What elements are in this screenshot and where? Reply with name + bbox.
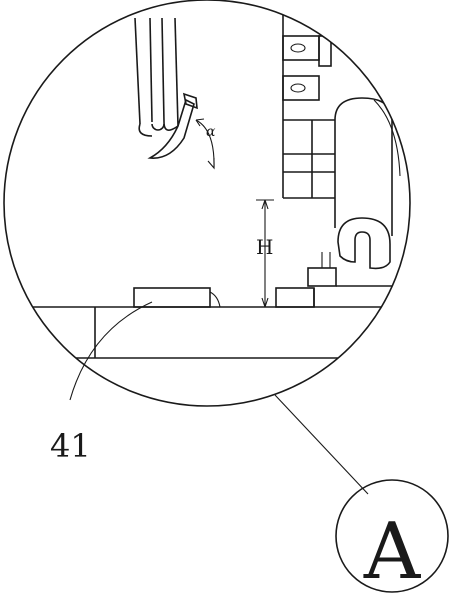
- detail-marker-label: A: [363, 507, 422, 597]
- detail-marker-circle: [335, 479, 449, 593]
- right-mechanism: [275, 10, 410, 308]
- dimension-h-arrow-top: [261, 199, 269, 210]
- detail-circle: [3, 0, 411, 407]
- clamp-tool: [134, 17, 198, 159]
- angle-label: α: [206, 124, 216, 140]
- angle-arrow-upper: [195, 118, 205, 127]
- part-41-bracket: [209, 291, 221, 308]
- dimension-h-arrow-bottom: [261, 297, 269, 308]
- part-41-block: [133, 287, 211, 308]
- dimension-h-label: H: [256, 235, 273, 259]
- detail-connector-line: [274, 394, 369, 495]
- part-41-leader: [69, 301, 153, 401]
- angle-arrow-lower: [207, 158, 215, 170]
- detail-contents: [4, 10, 410, 359]
- part-number-label: 41: [50, 427, 91, 465]
